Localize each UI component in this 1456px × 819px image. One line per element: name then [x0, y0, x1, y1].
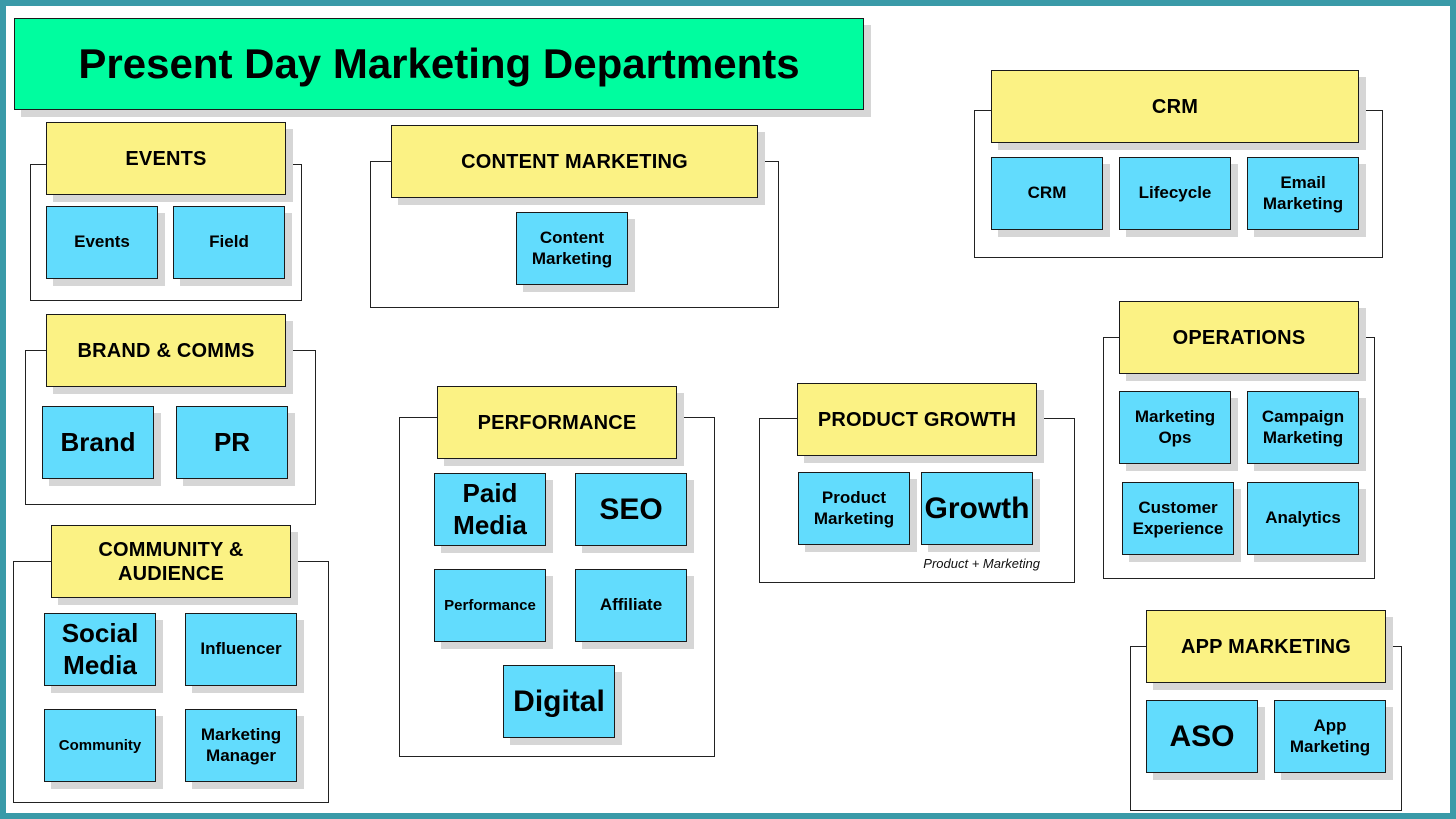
community-item-community: Community: [44, 709, 156, 782]
operations-item-marketing-ops: Marketing Ops: [1119, 391, 1231, 464]
community-item-marketing-manager: Marketing Manager: [185, 709, 297, 782]
performance-item-paid-media: Paid Media: [434, 473, 546, 546]
community-audience-header: COMMUNITY & AUDIENCE: [51, 525, 291, 598]
app-marketing-item-aso: ASO: [1146, 700, 1258, 773]
performance-item-seo: SEO: [575, 473, 687, 546]
app-marketing-header: APP MARKETING: [1146, 610, 1386, 683]
operations-item-analytics: Analytics: [1247, 482, 1359, 555]
operations-item-customer-experience: Customer Experience: [1122, 482, 1234, 555]
brand-comms-item-pr: PR: [176, 406, 288, 479]
diagram-canvas: Present Day Marketing Departments EVENTS…: [6, 6, 1450, 813]
performance-header: PERFORMANCE: [437, 386, 677, 459]
content-marketing-item: Content Marketing: [516, 212, 628, 285]
content-marketing-header: CONTENT MARKETING: [391, 125, 758, 198]
brand-comms-item-brand: Brand: [42, 406, 154, 479]
brand-comms-header: BRAND & COMMS: [46, 314, 286, 387]
crm-header: CRM: [991, 70, 1359, 143]
events-header: EVENTS: [46, 122, 286, 195]
product-growth-note: Product + Marketing: [923, 556, 1040, 571]
operations-header: OPERATIONS: [1119, 301, 1359, 374]
performance-item-affiliate: Affiliate: [575, 569, 687, 642]
crm-item-email-marketing: Email Marketing: [1247, 157, 1359, 230]
app-marketing-item-app-marketing: App Marketing: [1274, 700, 1386, 773]
events-item-events: Events: [46, 206, 158, 279]
events-item-field: Field: [173, 206, 285, 279]
page-title: Present Day Marketing Departments: [14, 18, 864, 110]
crm-item-crm: CRM: [991, 157, 1103, 230]
performance-item-performance: Performance: [434, 569, 546, 642]
operations-item-campaign-marketing: Campaign Marketing: [1247, 391, 1359, 464]
product-growth-header: PRODUCT GROWTH: [797, 383, 1037, 456]
community-item-influencer: Influencer: [185, 613, 297, 686]
product-growth-item-product-marketing: Product Marketing: [798, 472, 910, 545]
crm-item-lifecycle: Lifecycle: [1119, 157, 1231, 230]
product-growth-item-growth: Growth: [921, 472, 1033, 545]
performance-item-digital: Digital: [503, 665, 615, 738]
community-item-social-media: Social Media: [44, 613, 156, 686]
